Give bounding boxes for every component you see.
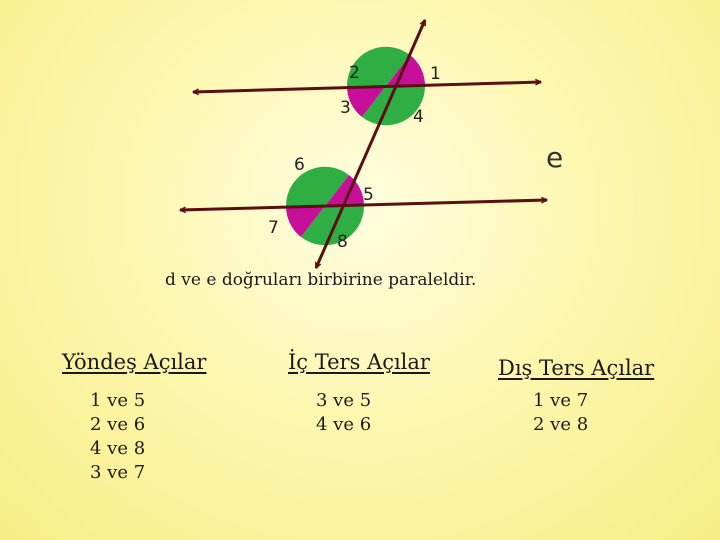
list-item: 1 ve 5 xyxy=(90,390,146,411)
heading-corresponding-angles: Yöndeş Açılar xyxy=(62,350,207,374)
angle-label-5: 5 xyxy=(363,185,374,205)
list-item: 4 ve 6 xyxy=(316,414,372,435)
parallel-statement: d ve e doğruları birbirine paraleldir. xyxy=(165,270,477,290)
angle-label-4: 4 xyxy=(413,107,424,127)
list-item: 3 ve 5 xyxy=(316,390,372,411)
heading-alternate-exterior-angles: Dış Ters Açılar xyxy=(498,356,655,380)
angle-label-3: 3 xyxy=(340,98,351,118)
alternate-interior-angle-pairs: 3 ve 5 4 ve 6 xyxy=(316,389,371,437)
list-item: 3 ve 7 xyxy=(90,462,146,483)
angle-label-7: 7 xyxy=(268,218,279,238)
transversal-line xyxy=(314,20,427,268)
alternate-exterior-angle-pairs: 1 ve 7 2 ve 8 xyxy=(533,389,588,437)
list-item: 4 ve 8 xyxy=(90,438,146,459)
angle-label-2: 2 xyxy=(349,63,360,83)
line-label-e: e xyxy=(546,141,564,174)
angle-label-8: 8 xyxy=(337,232,348,252)
angle-label-6: 6 xyxy=(294,155,305,175)
list-item: 2 ve 6 xyxy=(90,414,146,435)
list-item: 2 ve 8 xyxy=(533,414,589,435)
angle-label-1: 1 xyxy=(430,64,441,84)
heading-alternate-interior-angles: İç Ters Açılar xyxy=(288,350,430,374)
list-item: 1 ve 7 xyxy=(533,390,589,411)
corresponding-angle-pairs: 1 ve 5 2 ve 6 4 ve 8 3 ve 7 xyxy=(90,389,145,485)
